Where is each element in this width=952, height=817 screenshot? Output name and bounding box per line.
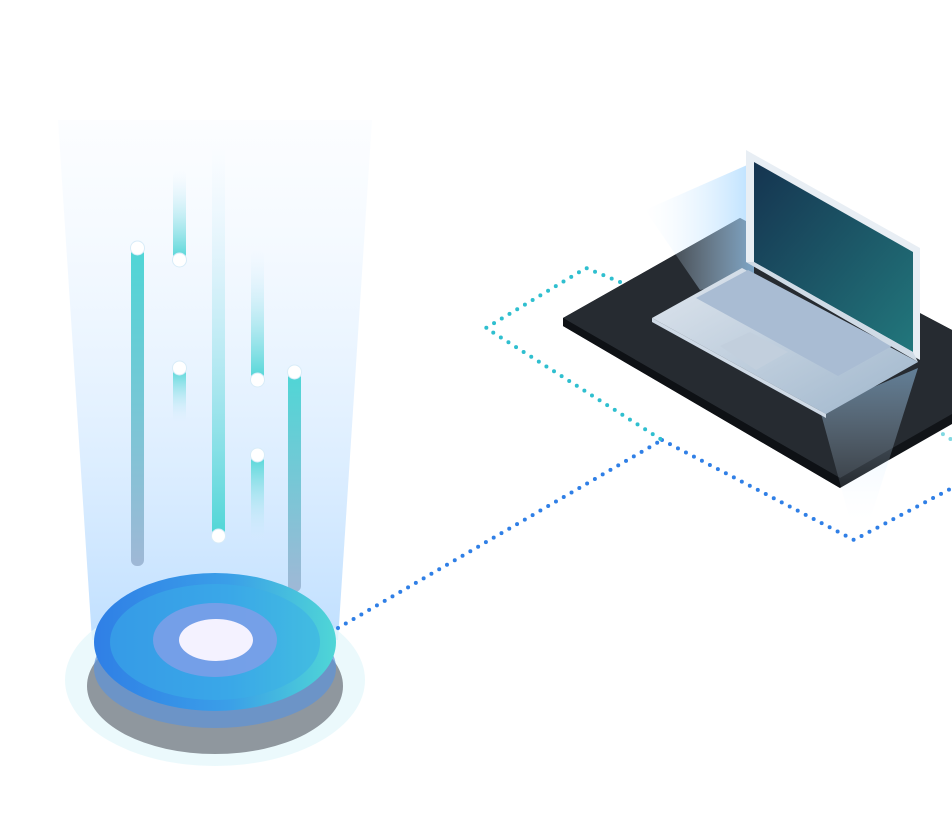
data-stream (288, 372, 301, 592)
stream-dot (211, 528, 226, 544)
data-stream (131, 248, 144, 566)
stream-dot (250, 372, 265, 388)
data-stream (212, 140, 225, 536)
laptop-glow-down (820, 368, 918, 520)
data-stream (251, 250, 264, 380)
stream-dot (172, 252, 187, 268)
data-stream (251, 455, 264, 545)
data-streams (130, 140, 302, 592)
stream-dot (250, 447, 265, 463)
laptop-icon (652, 150, 920, 418)
wireless-beacon-icon (65, 573, 365, 766)
stream-dot (172, 360, 187, 376)
data-stream (173, 368, 186, 424)
laptop-glow (645, 162, 754, 290)
data-stream (173, 170, 186, 260)
stream-dot (130, 240, 145, 256)
stream-dot (287, 364, 302, 380)
